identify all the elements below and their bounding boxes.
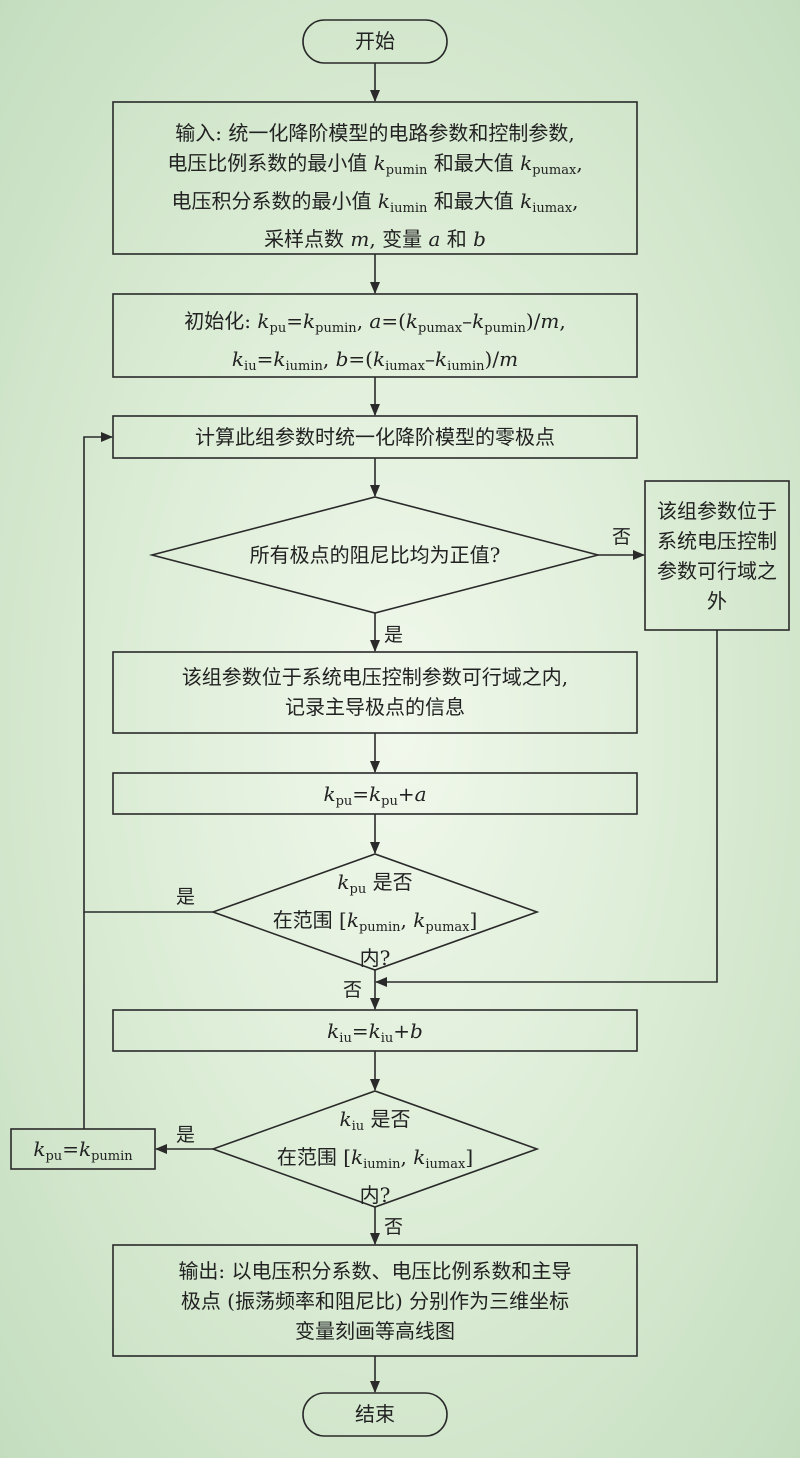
inside-line-1: 该组参数位于系统电压控制参数可行域之内, — [181, 665, 569, 689]
no-label-decision3: 否 — [384, 1216, 404, 1238]
decision2-line-3: 内? — [359, 946, 391, 970]
init-line-1: 初始化: kpu=kpumin, a=(kpumax–kpumin)/m, — [184, 309, 566, 336]
yes-label-decision2: 是 — [176, 886, 196, 908]
output-line-3: 变量刻画等高线图 — [295, 1319, 455, 1343]
decision3-line-1: kiu 是否 — [339, 1107, 411, 1134]
input-text: 输入: 统一化降阶模型的电路参数和控制参数, 电压比例系数的最小值 kpumin… — [113, 118, 637, 254]
inside-text: 该组参数位于系统电压控制参数可行域之内, 记录主导极点的信息 — [113, 662, 637, 722]
end-label: 结束 — [355, 1402, 395, 1426]
no-label-decision2: 否 — [343, 979, 363, 1001]
decision3-line-2: 在范围 [kiumin, kiumax] — [276, 1145, 474, 1172]
decision2-line-2: 在范围 [kpumin, kpumax] — [272, 908, 478, 935]
start-label: 开始 — [355, 29, 395, 53]
arrow-decision2-yes-loop — [83, 432, 213, 913]
input-line-3: 电压积分系数的最小值 kiumin 和最大值 kiumax, — [171, 189, 579, 216]
compute-label: 计算此组参数时统一化降阶模型的零极点 — [195, 425, 555, 449]
update-kpu-label: kpu=kpu+a — [323, 782, 427, 809]
yes-label-decision1: 是 — [384, 624, 404, 646]
init-line-2: kiu=kiumin, b=(kiumax–kiumin)/m — [231, 347, 519, 374]
reset-kpu-label: kpu=kpumin — [33, 1137, 133, 1164]
output-line-2: 极点 (振荡频率和阻尼比) 分别作为三维坐标 — [180, 1289, 570, 1313]
decision3-text: kiu 是否 在范围 [kiumin, kiumax] 内? — [213, 1104, 537, 1210]
outside-label: 该组参数位于系统电压控制参数可行域之外 — [657, 499, 777, 613]
update-kiu-label: kiu=kiu+b — [327, 1019, 423, 1046]
inside-line-2: 记录主导极点的信息 — [285, 695, 465, 719]
decision1-label: 所有极点的阻尼比均为正值? — [249, 543, 501, 567]
decision2-line-1: kpu 是否 — [337, 870, 413, 897]
input-line-4: 采样点数 m, 变量 a 和 b — [264, 227, 486, 251]
no-label-decision1: 否 — [612, 526, 632, 548]
input-line-1: 输入: 统一化降阶模型的电路参数和控制参数, — [175, 121, 575, 145]
output-line-1: 输出: 以电压积分系数、电压比例系数和主导 — [178, 1259, 572, 1283]
decision3-line-3: 内? — [359, 1183, 391, 1207]
end-terminal — [302, 1392, 448, 1437]
arrow-outside-merge — [375, 630, 718, 987]
yes-label-decision3: 是 — [176, 1124, 196, 1146]
init-text: 初始化: kpu=kpumin, a=(kpumax–kpumin)/m, ki… — [113, 306, 637, 382]
output-text: 输出: 以电压积分系数、电压比例系数和主导 极点 (振荡频率和阻尼比) 分别作为… — [113, 1256, 637, 1346]
decision2-text: kpu 是否 在范围 [kpumin, kpumax] 内? — [213, 867, 537, 973]
input-line-2: 电压比例系数的最小值 kpumin 和最大值 kpumax, — [167, 151, 583, 178]
